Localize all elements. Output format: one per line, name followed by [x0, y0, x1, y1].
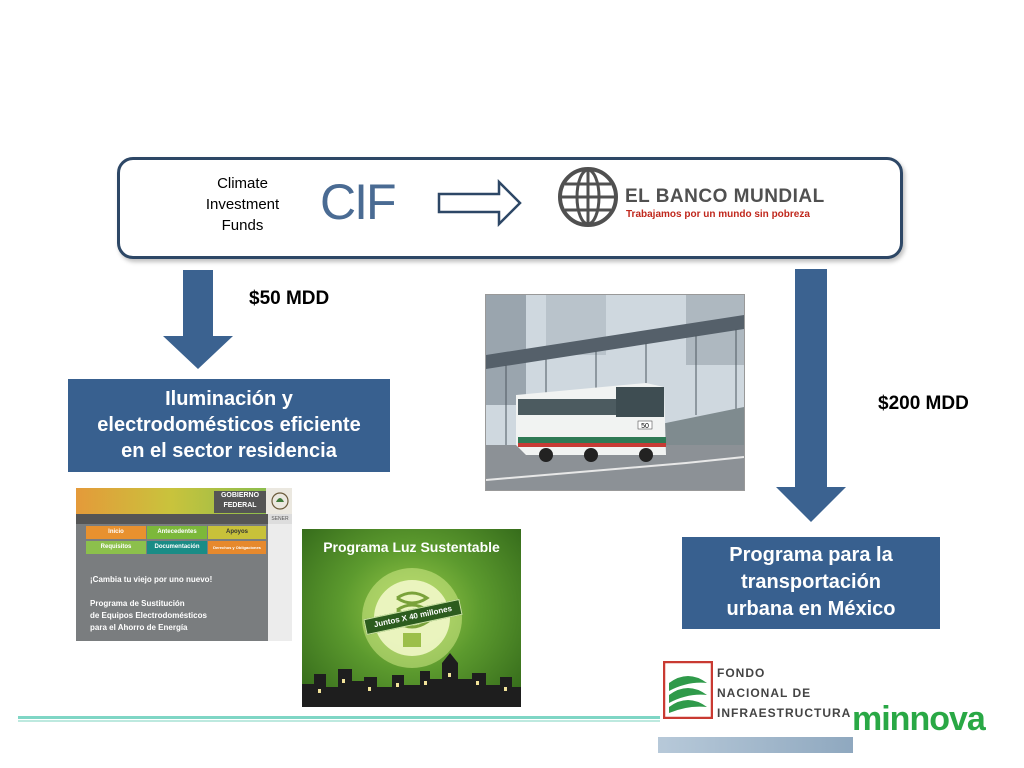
box-line: transportación	[740, 571, 882, 593]
cif-caption-line: Funds	[221, 217, 264, 234]
gob-menu-documentacion: Documentación	[147, 541, 207, 554]
gob-program-line: de Equipos Electrodomésticos	[90, 611, 207, 620]
fonadin-line: FONDO	[717, 666, 766, 680]
gob-side-panel	[268, 524, 292, 641]
gobierno-federal-label: GOBIERNO FEDERAL	[214, 491, 266, 513]
footer-line-light	[18, 720, 660, 722]
cif-caption: Climate Investment Funds	[190, 173, 295, 236]
fonadin-line: NACIONAL DE	[717, 686, 812, 700]
world-bank-globe-icon	[558, 167, 618, 227]
gob-program-line: para el Ahorro de Energía	[90, 623, 188, 632]
box-line: Programa para la	[729, 544, 893, 566]
right-amount-label: $200 MDD	[878, 393, 969, 414]
left-down-arrow	[163, 270, 233, 369]
lighting-appliances-box: Iluminación y electrodomésticos eficient…	[68, 379, 390, 472]
fonadin-bar	[658, 737, 853, 753]
fonadin-line: INFRAESTRUCTURA	[717, 706, 852, 720]
cif-caption-line: Investment	[205, 196, 280, 213]
fonadin-text: FONDO NACIONAL DE INFRAESTRUCTURA	[717, 663, 851, 723]
gob-program-text: Programa de Sustitución de Equipos Elect…	[90, 598, 207, 634]
world-bank-subtitle: Trabajamos por un mundo sin pobreza	[626, 209, 810, 220]
minnova-logo: minnova	[852, 700, 986, 738]
bus-station-image: 50	[486, 295, 744, 490]
cif-logo: CIF	[320, 174, 397, 230]
bus-photo: 50	[485, 294, 745, 491]
right-down-arrow	[776, 269, 846, 522]
fonadin-logo-icon	[663, 661, 713, 719]
gob-menu-derechos: Derechos y Obligaciones	[208, 541, 266, 554]
appliance-program-screenshot: GOBIERNO FEDERAL SENER Inicio Antecedent…	[76, 488, 292, 641]
urban-transport-box: Programa para la transportación urbana e…	[682, 537, 940, 629]
box-line: urbana en México	[726, 598, 896, 620]
left-amount-label: $50 MDD	[249, 288, 330, 309]
cif-caption-line: Climate	[217, 175, 268, 192]
sener-label: SENER	[268, 514, 292, 524]
gob-slogan: ¡Cambia tu viejo por uno nuevo!	[90, 575, 213, 584]
gob-menu-apoyos: Apoyos	[208, 526, 266, 539]
mexico-seal-icon	[270, 490, 290, 512]
gob-menu-inicio: Inicio	[86, 526, 146, 539]
gob-line: GOBIERNO	[220, 492, 260, 499]
town-silhouette	[302, 653, 521, 707]
luz-title: Programa Luz Sustentable	[323, 539, 500, 555]
world-bank-title: EL BANCO MUNDIAL	[625, 186, 825, 207]
luz-sustentable-poster: Programa Luz Sustentable Juntos X 40 mil…	[302, 529, 521, 707]
box-line: electrodomésticos eficiente	[97, 414, 361, 436]
bus-number: 50	[641, 423, 649, 430]
gob-line: FEDERAL	[223, 502, 257, 509]
gob-menu-requisitos: Requisitos	[86, 541, 146, 554]
footer-line	[18, 716, 660, 719]
gob-stripe	[76, 514, 268, 524]
right-arrow-icon	[437, 179, 522, 227]
box-line: Iluminación y	[165, 388, 293, 410]
box-line: en el sector residencia	[121, 440, 337, 462]
gob-program-line: Programa de Sustitución	[90, 599, 185, 608]
gob-menu-antecedentes: Antecedentes	[147, 526, 207, 539]
